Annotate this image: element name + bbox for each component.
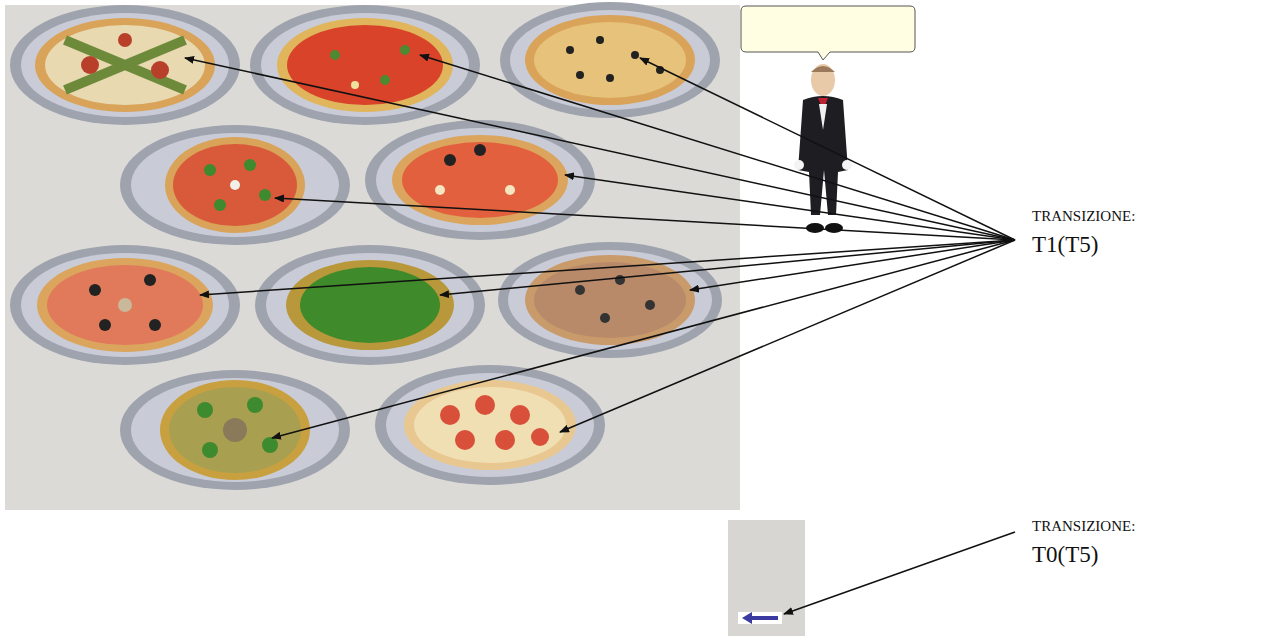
pizza-plate [375,365,605,485]
transition-heading: TRANSIZIONE: [1030,208,1137,225]
back-button [728,520,805,636]
waiter-figure [794,64,852,233]
transition-id: T1(T5) [1030,232,1100,258]
transition-heading: TRANSIZIONE: [1030,518,1137,535]
background-panel [5,5,740,510]
speech-bubble [741,6,915,60]
pizza-plate [120,370,350,490]
transition-id: T0(T5) [1030,542,1100,568]
pizza-plate [10,5,240,125]
pizza-plate [120,125,350,245]
pizza-plate [255,245,485,365]
pizza-plate [500,2,720,118]
pizza-plate [250,5,480,125]
pizza-plate [10,245,240,365]
pizza-plate [498,242,722,358]
pizza-plate [365,120,595,240]
leader-lines [185,55,1015,614]
